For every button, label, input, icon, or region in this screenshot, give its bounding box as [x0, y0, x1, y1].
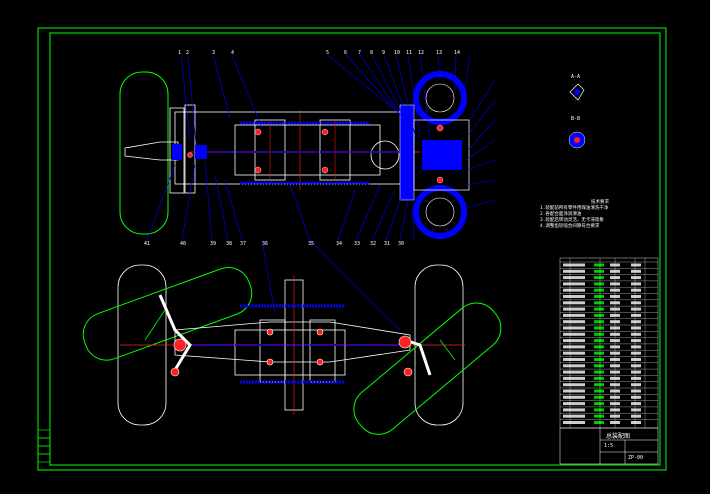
balloon-number: 35	[308, 241, 315, 247]
top-right-wheel-lower	[413, 185, 467, 239]
balloon-number: 2	[186, 50, 190, 56]
top-right-wheel-upper	[413, 71, 467, 125]
balloon-number: 39	[210, 241, 217, 247]
top-left-wheel	[119, 71, 169, 235]
section-view-a	[569, 83, 585, 101]
notes-line: 3.装配后转动灵活，无卡滞现象	[540, 218, 604, 223]
drawing-number: ZP-00	[628, 455, 644, 461]
balloon-number: 13	[436, 50, 443, 56]
top-view	[119, 54, 496, 241]
bottom-view	[82, 239, 502, 435]
balloon-number: 33	[354, 241, 361, 247]
section-view-b	[568, 131, 586, 149]
balloon-number: 11	[406, 50, 413, 56]
notes-line: 1.装配前所有零件用煤油清洗干净	[540, 206, 609, 211]
balloon-number: 3	[212, 50, 216, 56]
notes-title: 技术要求	[591, 200, 609, 205]
section-label-a: A-A	[571, 74, 581, 80]
steered-wheel-right	[353, 302, 502, 435]
balloon-number: 9	[382, 50, 386, 56]
balloon-number: 40	[180, 241, 187, 247]
balloon-number: 30	[398, 241, 405, 247]
balloon-number: 6	[344, 50, 348, 56]
section-label-b: B-B	[571, 116, 581, 122]
balloon-number: 4	[231, 50, 235, 56]
steered-wheel-left	[82, 267, 253, 361]
title-block	[559, 427, 659, 465]
notes-line: 2.各配合面涂润滑油	[540, 212, 582, 217]
drawing-name: 总装配图	[606, 433, 631, 440]
outer-sheet-border	[37, 27, 667, 471]
balloon-number: 1	[178, 50, 182, 56]
technical-notes: 技术要求 1.装配前所有零件用煤油清洗干净 2.各配合面涂润滑油 3.装配后转动…	[540, 200, 660, 230]
inner-drawing-frame	[49, 32, 661, 466]
balloon-number: 37	[240, 241, 247, 247]
balloon-number: 41	[144, 241, 151, 247]
notes-line: 4.调整齿轮啮合间隙符合要求	[540, 224, 600, 229]
balloon-number: 8	[370, 50, 374, 56]
balloon-number: 14	[454, 50, 461, 56]
balloon-number: 12	[418, 50, 425, 56]
left-margin-boxes	[37, 429, 51, 463]
balloon-number: 38	[226, 241, 233, 247]
balloon-number: 36	[262, 241, 269, 247]
top-gearbox-body	[234, 124, 381, 176]
balloon-number: 5	[326, 50, 330, 56]
balloon-number: 32	[370, 241, 377, 247]
top-right-flange	[399, 104, 415, 201]
balloon-number: 31	[384, 241, 391, 247]
parts-list-rows	[560, 258, 658, 428]
balloon-number: 7	[358, 50, 362, 56]
balloon-number: 10	[394, 50, 401, 56]
balloon-number: 34	[336, 241, 343, 247]
drawing-scale: 1:5	[604, 443, 614, 449]
